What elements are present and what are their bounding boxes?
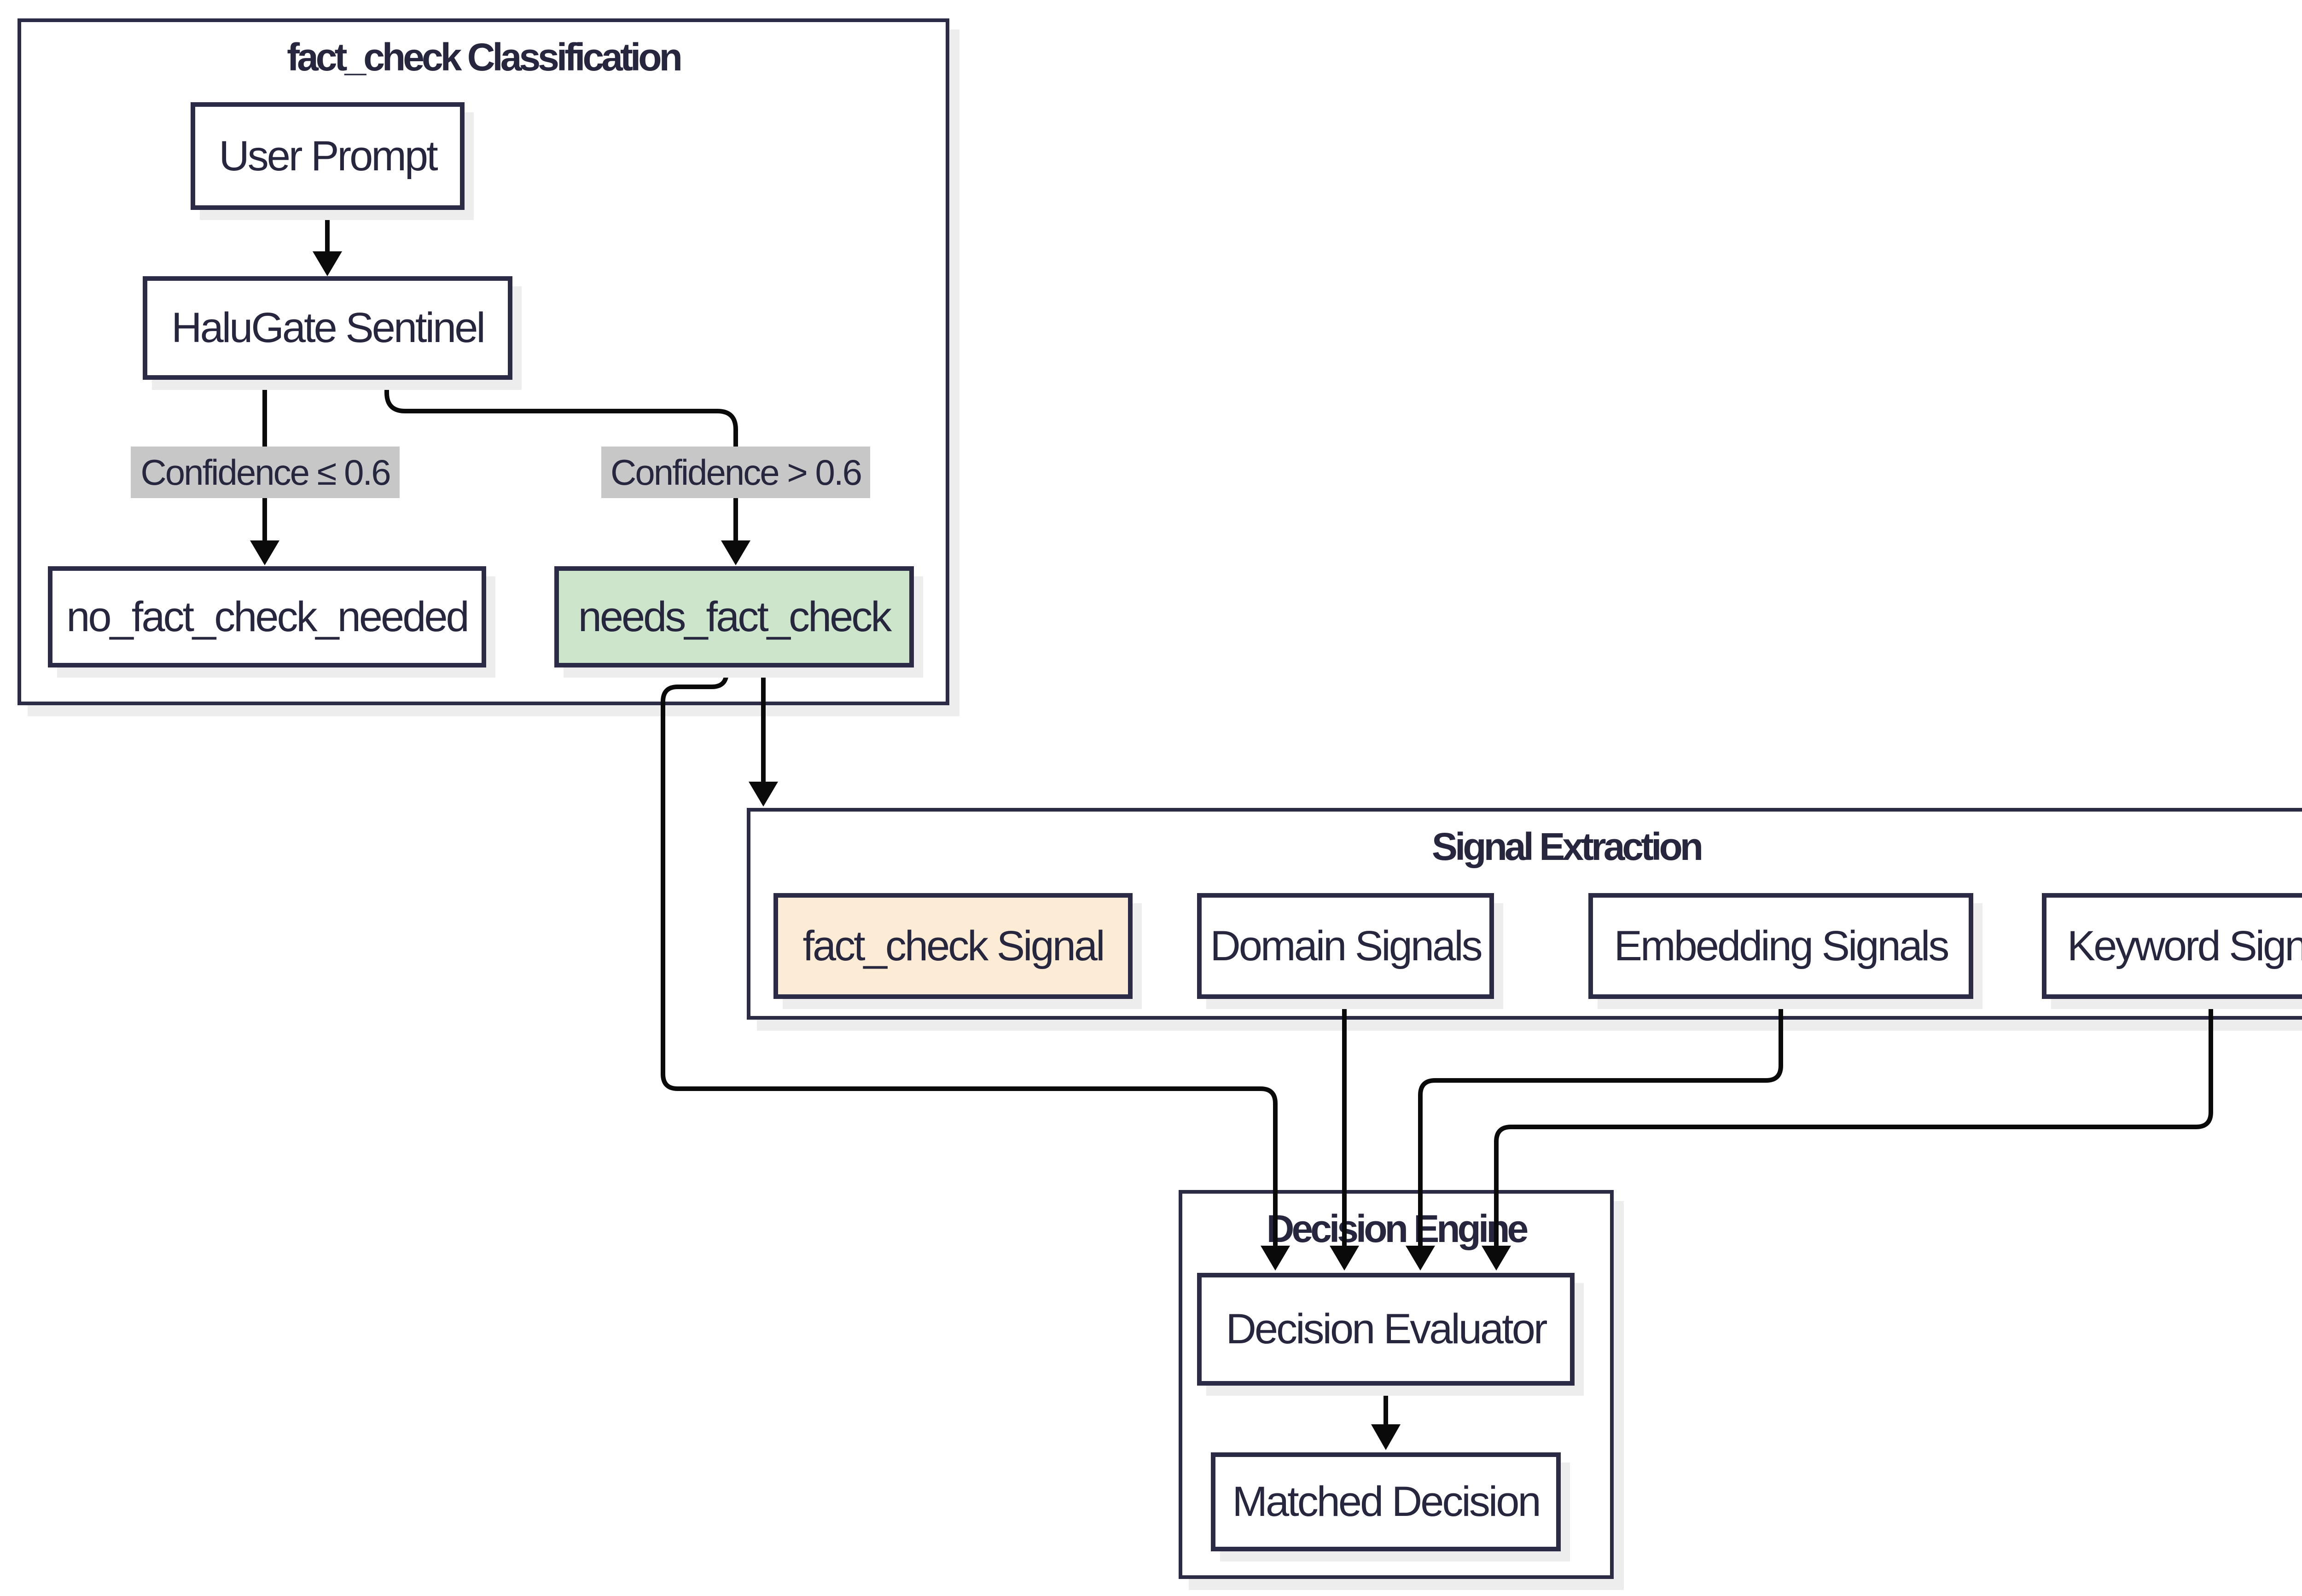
node-no-fact-check-needed-label: no_fact_check_needed: [66, 593, 469, 640]
node-no-fact-check-needed: no_fact_check_needed: [48, 566, 486, 667]
edge-label-confidence-high-text: Confidence > 0.6: [610, 452, 862, 493]
subgraph-title-decision-engine: Decision Engine: [1266, 1207, 1529, 1250]
node-decision-evaluator: Decision Evaluator: [1197, 1273, 1575, 1386]
arrowhead-domain-signals-to-decision-evaluator: [1330, 1246, 1359, 1271]
arrowhead-needs-fact-check-to-signal-extraction: [749, 782, 778, 807]
arrowhead-keyword-signals-to-decision-evaluator: [1482, 1246, 1511, 1271]
node-embedding-signals-label: Embedding Signals: [1614, 922, 1950, 969]
arrowhead-halugate-to-needs-fact-check: [721, 540, 750, 565]
node-domain-signals: Domain Signals: [1197, 893, 1494, 999]
arrowhead-needs-fact-check-to-decision-evaluator: [1261, 1246, 1290, 1271]
node-halugate-sentinel-label: HaluGate Sentinel: [171, 304, 486, 351]
edge-embedding-signals-to-decision-evaluator: [1418, 999, 1783, 1246]
node-domain-signals-label: Domain Signals: [1210, 922, 1482, 969]
subgraph-title-fact-check-classification: fact_check Classification: [287, 35, 683, 79]
arrowhead-halugate-to-no-fact-check: [250, 540, 279, 565]
node-matched-decision: Matched Decision: [1211, 1452, 1561, 1551]
subgraph-title-signal-extraction: Signal Extraction: [1431, 825, 1703, 868]
node-user-prompt-label: User Prompt: [219, 132, 438, 180]
node-keyword-signals: Keyword Signals: [2042, 893, 2302, 999]
node-halugate-sentinel: HaluGate Sentinel: [143, 276, 512, 380]
edge-label-confidence-high: Confidence > 0.6: [601, 447, 870, 498]
edge-needs-fact-check-to-decision-evaluator: [661, 667, 1278, 1246]
edge-halugate-to-needs-fact-check: [384, 380, 738, 540]
edge-keyword-signals-to-decision-evaluator: [1494, 999, 2213, 1246]
node-decision-evaluator-label: Decision Evaluator: [1226, 1306, 1547, 1352]
arrowhead-decision-evaluator-to-matched-decision: [1371, 1424, 1401, 1450]
arrowhead-user-prompt-to-halugate: [313, 251, 342, 276]
node-keyword-signals-label: Keyword Signals: [2067, 922, 2302, 969]
edge-label-confidence-low-text: Confidence ≤ 0.6: [140, 452, 391, 493]
node-user-prompt: User Prompt: [191, 102, 465, 210]
edge-label-confidence-low: Confidence ≤ 0.6: [131, 447, 400, 498]
node-needs-fact-check-label: needs_fact_check: [578, 593, 892, 640]
node-embedding-signals: Embedding Signals: [1588, 893, 1973, 999]
node-needs-fact-check: needs_fact_check: [554, 566, 914, 667]
node-fact-check-signal: fact_check Signal: [773, 893, 1133, 999]
arrowhead-embedding-signals-to-decision-evaluator: [1406, 1246, 1435, 1271]
node-matched-decision-label: Matched Decision: [1232, 1478, 1541, 1525]
node-fact-check-signal-label: fact_check Signal: [802, 922, 1105, 969]
